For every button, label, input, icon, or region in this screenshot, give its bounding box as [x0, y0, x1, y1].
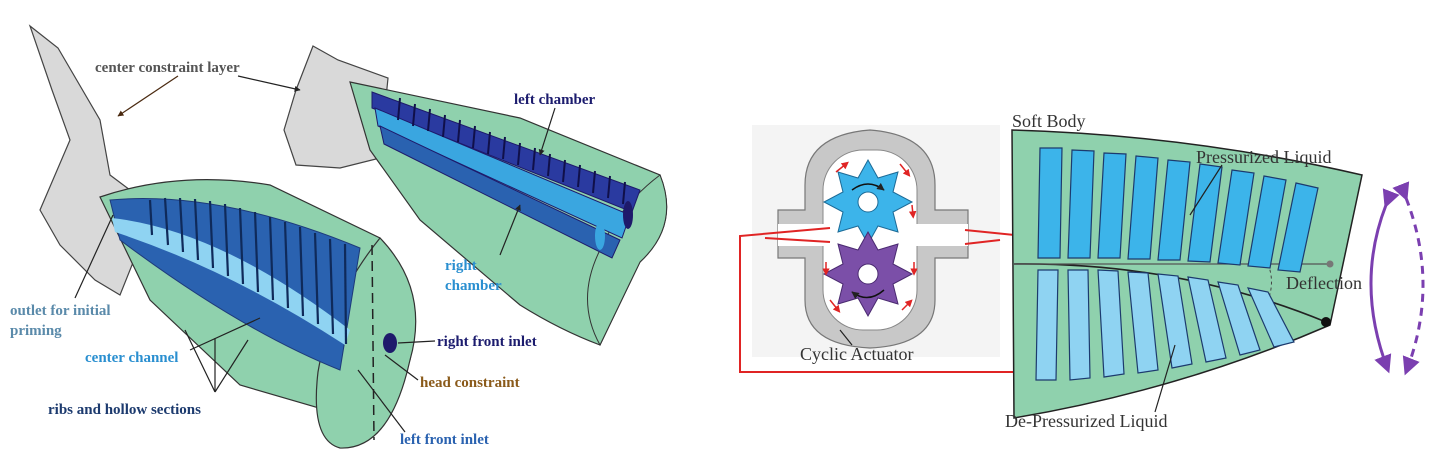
label-left-chamber: left chamber — [514, 92, 596, 108]
upper-rib-lines — [397, 97, 626, 205]
soft-body — [1011, 129, 1363, 419]
internal-flow-arrows — [822, 161, 918, 313]
right-actuator-diagram: Soft Body Pressurized Liquid Deflection … — [739, 111, 1425, 431]
left-leader-lines — [74, 75, 556, 433]
label-left-front-inlet: left front inlet — [400, 432, 489, 448]
right-labels: Soft Body Pressurized Liquid Deflection … — [800, 111, 1362, 431]
right-front-inlet-marker — [383, 333, 397, 353]
purple-gear-hub — [857, 263, 879, 285]
pump-inlet-port — [778, 224, 828, 246]
label-pressurized-liquid: Pressurized Liquid — [1196, 147, 1331, 167]
upper-chamber-ribs — [371, 91, 641, 259]
deflection-arrow-dashed — [1392, 181, 1425, 376]
deflection-arrow-solid — [1369, 188, 1400, 374]
label-right-chamber-line1: right — [445, 258, 477, 274]
blue-gear-hub — [857, 191, 879, 213]
upper-fish-assembly — [283, 45, 668, 347]
cyclic-actuator — [777, 129, 969, 349]
left-fish-model: center constraint layer left chamber rig… — [10, 24, 668, 449]
label-center-channel: center channel — [85, 350, 178, 366]
label-ribs-hollow: ribs and hollow sections — [48, 402, 201, 418]
label-soft-body: Soft Body — [1012, 111, 1086, 131]
label-center-constraint-layer: center constraint layer — [95, 60, 240, 76]
pump-outlet-port — [912, 224, 968, 246]
upper-inlet-left — [623, 201, 633, 229]
left-labels: center constraint layer left chamber rig… — [10, 60, 596, 448]
label-head-constraint: head constraint — [420, 375, 520, 391]
label-cyclic-actuator: Cyclic Actuator — [800, 344, 913, 364]
lower-rib-lines — [148, 197, 348, 345]
deflection-pivot — [1321, 317, 1331, 327]
pressurized-chambers — [1037, 147, 1319, 273]
blue-gear-rotation-arrow — [851, 182, 885, 191]
upper-inlet-right — [595, 222, 605, 250]
purple-gear-rotation-arrow — [851, 289, 885, 300]
depressurized-chambers — [1035, 269, 1295, 381]
head-constraint-divider — [371, 244, 375, 441]
deflection-arc — [1267, 263, 1272, 301]
upper-tail-fin — [283, 45, 389, 169]
label-outlet-line1: outlet for initial — [10, 303, 111, 319]
label-right-front-inlet: right front inlet — [437, 334, 537, 350]
label-outlet-line2: priming — [10, 323, 62, 339]
right-leader-lines — [839, 164, 1223, 413]
lower-chamber-ribs — [109, 198, 361, 371]
lower-fish-assembly — [28, 24, 417, 449]
label-right-chamber-line2: chamber — [445, 278, 502, 294]
label-depressurized-liquid: De-Pressurized Liquid — [1005, 411, 1167, 431]
reference-axis-end — [1326, 260, 1334, 268]
label-deflection: Deflection — [1286, 273, 1362, 293]
